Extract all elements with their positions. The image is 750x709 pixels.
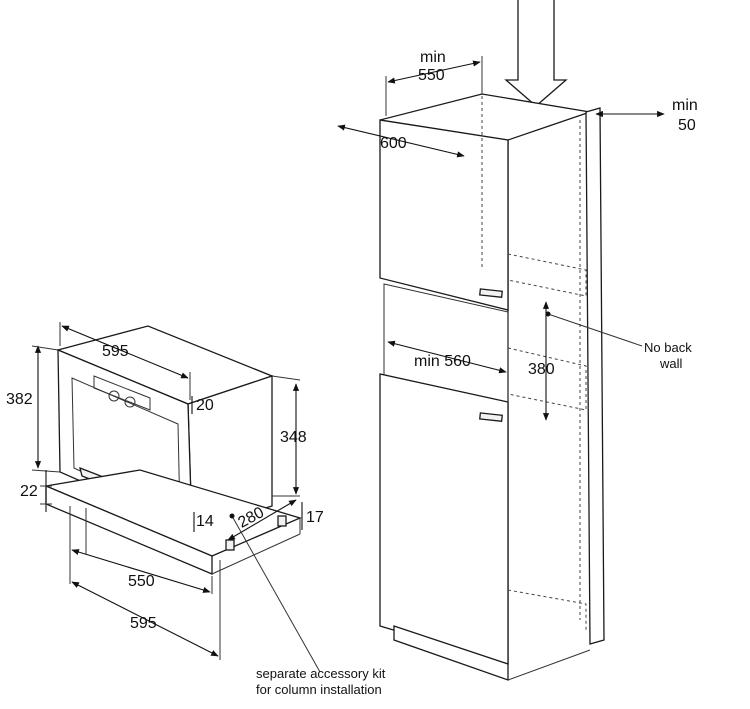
oven-foot-icon — [225, 539, 235, 551]
column-side-label: 50 — [678, 117, 696, 134]
oven-depth-label: 20 — [196, 397, 214, 414]
dim-line-595-top — [61, 325, 189, 379]
column-depth-label: 550 — [418, 67, 445, 84]
oven-niche-label: 550 — [128, 573, 155, 590]
column-opening-height-label: 380 — [528, 361, 555, 378]
hidden-line-shelf-2 — [507, 347, 587, 411]
no-back-wall-note-line1: No back — [644, 340, 692, 355]
oven-height-label: 382 — [6, 391, 33, 408]
oven-bottom-label: 22 — [20, 483, 38, 500]
oven-total-label: 595 — [130, 615, 157, 632]
oven-knob-left-icon — [108, 390, 120, 402]
oven-base-edge — [211, 533, 301, 575]
oven-foot-icon-2 — [277, 515, 287, 527]
accessory-leader-dot-icon — [229, 513, 235, 519]
oven-small-label: 17 — [306, 509, 324, 526]
oven-width-label: 595 — [102, 343, 129, 360]
column-min-label: min — [420, 49, 446, 66]
accessory-leader-line — [231, 515, 321, 673]
cabinet-side-panel — [585, 107, 605, 645]
dim-line-min-560 — [387, 340, 507, 374]
oven-offset-label: 14 — [196, 513, 214, 530]
no-back-wall-leader-line — [547, 313, 643, 347]
column-cabinet-drawing: min 550 600 min 50 min 560 380 No back w… — [337, 0, 698, 681]
dim-line-min-550 — [387, 60, 481, 84]
oven-control-panel — [93, 375, 151, 411]
oven-body-height-label: 348 — [280, 429, 307, 446]
accessory-note-line2: for column installation — [256, 682, 382, 697]
oven-drawing: 595 382 20 348 22 14 280 17 550 — [6, 322, 324, 673]
plinth-edge — [507, 649, 591, 681]
lower-door-handle-icon — [479, 412, 503, 422]
upper-door-handle-icon — [479, 288, 503, 298]
oven-knob-right-icon — [124, 396, 136, 408]
insert-down-arrow-icon — [504, 0, 568, 107]
dim-line-280 — [227, 499, 297, 541]
no-back-wall-note-line2: wall — [659, 356, 683, 371]
column-opening-label: min 560 — [414, 353, 471, 370]
no-back-wall-leader-dot-icon — [545, 311, 551, 317]
ext-line-5 — [271, 375, 301, 381]
hidden-line-bottom — [507, 589, 587, 630]
ext-line-3 — [31, 345, 59, 351]
column-side-min-label: min — [672, 97, 698, 114]
dim-line-600 — [337, 124, 465, 158]
cabinet-upper-door — [379, 119, 509, 311]
dim-line-595-bottom — [71, 581, 219, 657]
accessory-note-line1: separate accessory kit — [256, 666, 386, 681]
column-width-label: 600 — [380, 135, 407, 152]
hidden-line-shelf-1 — [507, 253, 587, 297]
